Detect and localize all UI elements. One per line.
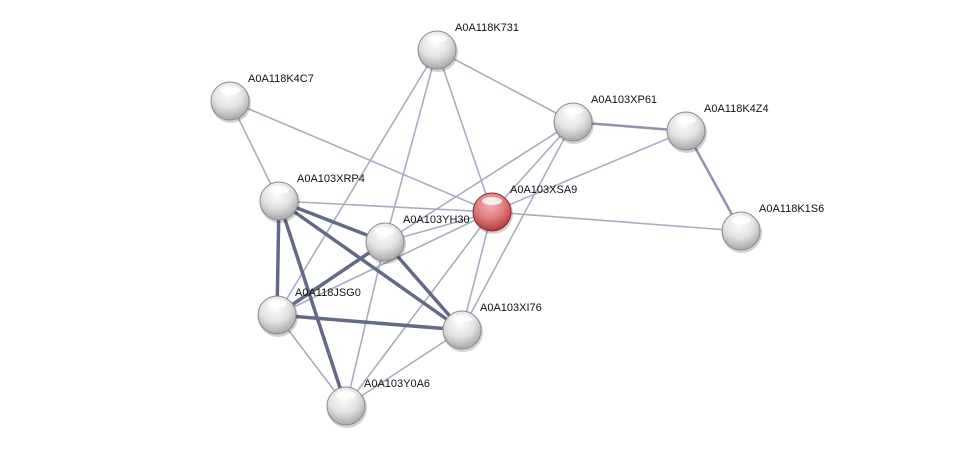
edge-A0A118K4C7-A0A103XSA9[interactable] [229, 100, 493, 213]
node-sphere[interactable] [210, 81, 250, 121]
node-sphere[interactable] [666, 111, 706, 151]
node-sphere[interactable] [326, 386, 366, 426]
edge-A0A118K4Z4-A0A103XSA9[interactable] [491, 130, 687, 213]
node-highlight [269, 186, 289, 194]
node-A0A118JSG0[interactable]: A0A118JSG0 [257, 287, 361, 337]
edge-A0A118K731-A0A103XP61[interactable] [436, 49, 574, 123]
node-sphere[interactable] [442, 310, 482, 350]
node-highlight [676, 116, 696, 124]
node-A0A103XSA9[interactable]: A0A103XSA9 [472, 184, 577, 234]
node-sphere[interactable] [417, 30, 457, 70]
edge-A0A103XSA9-A0A103Y0A6[interactable] [345, 211, 493, 407]
edge-A0A103XSA9-A0A118JSG0[interactable] [276, 211, 493, 316]
node-highlight [220, 86, 240, 94]
node-highlight [563, 107, 583, 115]
query-node-sphere[interactable] [472, 192, 512, 232]
node-label[interactable]: A0A103Y0A6 [364, 378, 430, 390]
node-A0A118K4Z4[interactable]: A0A118K4Z4 [666, 103, 769, 153]
node-sphere[interactable] [259, 181, 299, 221]
node-A0A118K1S6[interactable]: A0A118K1S6 [721, 203, 824, 253]
node-A0A103XI76[interactable]: A0A103XI76 [442, 302, 542, 352]
node-A0A103XP61[interactable]: A0A103XP61 [553, 94, 657, 144]
edge-A0A118K731-A0A118JSG0[interactable] [276, 49, 438, 316]
edge-A0A103XP61-A0A103XI76[interactable] [461, 121, 574, 331]
node-label[interactable]: A0A103XP61 [591, 94, 657, 106]
node-highlight [731, 216, 751, 224]
edge-A0A118K731-A0A103YH30[interactable] [384, 49, 438, 243]
node-label[interactable]: A0A118K731 [455, 22, 519, 34]
node-label[interactable]: A0A118K1S6 [759, 203, 824, 215]
node-label[interactable]: A0A103XRP4 [297, 173, 365, 185]
node-label[interactable]: A0A103XI76 [480, 302, 542, 314]
node-label[interactable]: A0A118K4Z4 [704, 103, 769, 115]
node-A0A118K731[interactable]: A0A118K731 [417, 22, 519, 72]
node-label[interactable]: A0A103YH30 [403, 214, 470, 226]
edge-A0A103XRP4-A0A103XI76[interactable] [277, 199, 464, 332]
node-A0A103Y0A6[interactable]: A0A103Y0A6 [326, 378, 430, 428]
node-sphere[interactable] [257, 295, 297, 335]
edge-A0A103XRP4-A0A103Y0A6[interactable] [277, 200, 348, 407]
edge-A0A103XP61-A0A103XSA9[interactable] [491, 121, 574, 213]
edge-A0A103XSA9-A0A118K1S6[interactable] [491, 211, 742, 232]
node-label[interactable]: A0A118K4C7 [248, 73, 314, 85]
node-highlight [267, 300, 287, 308]
node-A0A103YH30[interactable]: A0A103YH30 [365, 214, 470, 264]
node-A0A103XRP4[interactable]: A0A103XRP4 [259, 173, 365, 223]
node-sphere[interactable] [553, 102, 593, 142]
edge-A0A103XSA9-A0A103XI76[interactable] [461, 211, 493, 331]
edge-A0A103XP61-A0A103YH30[interactable] [384, 121, 574, 243]
node-label[interactable]: A0A118JSG0 [295, 287, 361, 299]
node-highlight [482, 197, 502, 205]
edge-A0A118K731-A0A103XSA9[interactable] [436, 49, 493, 213]
edge-A0A118JSG0-A0A103XI76[interactable] [276, 313, 463, 332]
edge-A0A103XRP4-A0A103XSA9[interactable] [278, 200, 493, 213]
node-A0A118K4C7[interactable]: A0A118K4C7 [210, 73, 314, 123]
node-sphere[interactable] [721, 211, 761, 251]
node-highlight [375, 227, 395, 235]
node-highlight [452, 315, 472, 323]
edge-A0A103XI76-A0A103Y0A6[interactable] [345, 329, 463, 407]
node-sphere[interactable] [365, 222, 405, 262]
node-highlight [336, 391, 356, 399]
node-label[interactable]: A0A103XSA9 [510, 184, 577, 196]
edge-A0A103YH30-A0A118JSG0[interactable] [276, 240, 386, 317]
node-highlight [427, 35, 447, 43]
